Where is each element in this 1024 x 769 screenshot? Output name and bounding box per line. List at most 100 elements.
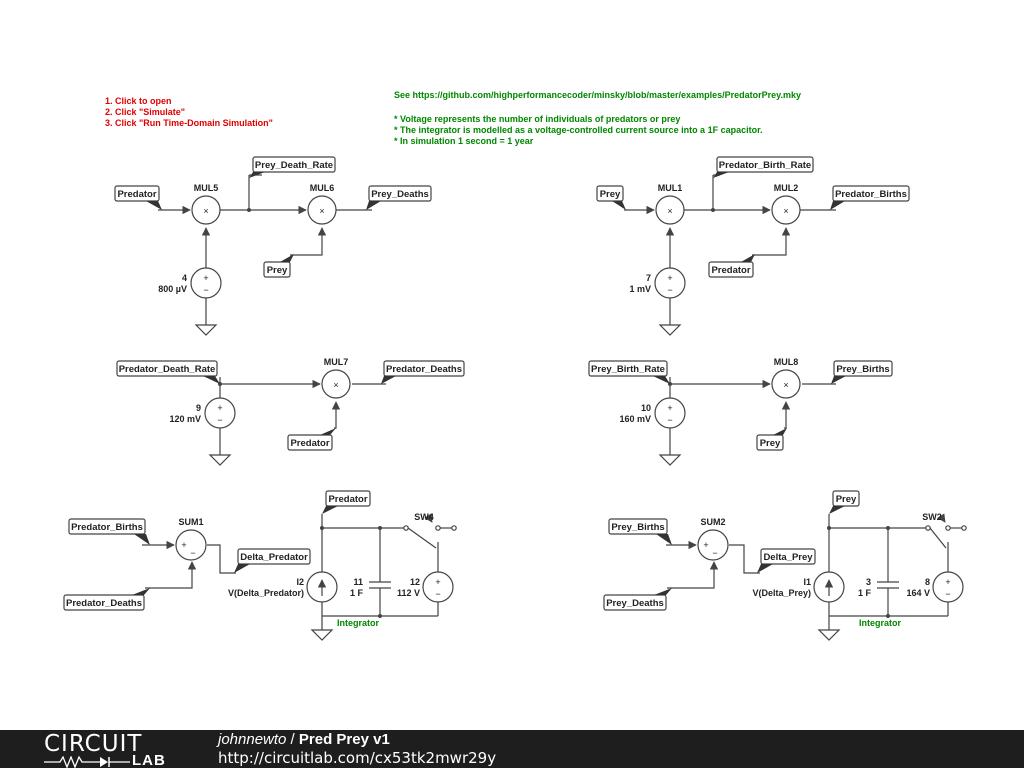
net-label-delta-predator[interactable]: Delta_Predator xyxy=(234,548,311,573)
v8-value: 164 V xyxy=(906,588,930,598)
logo-text-bottom: LAB xyxy=(132,752,166,769)
description-note: See https://github.com/highperformanceco… xyxy=(394,90,801,146)
block-predator-births: × MUL1 × MUL2 + − 7 1 mV Prey Predator_B… xyxy=(596,156,910,336)
svg-text:Delta_Prey: Delta_Prey xyxy=(763,552,813,563)
net-label-predator-births[interactable]: Predator_Births xyxy=(68,518,150,545)
svg-text:Delta_Predator: Delta_Predator xyxy=(240,552,308,563)
note-line-3: * In simulation 1 second = 1 year xyxy=(394,136,534,146)
net-label-prey[interactable]: Prey xyxy=(829,490,860,514)
ground-icon xyxy=(817,629,841,641)
multiply-icon: × xyxy=(333,380,338,390)
sum1-summer[interactable] xyxy=(175,529,207,561)
sum1-label: SUM1 xyxy=(178,517,203,527)
circuit-name[interactable]: Pred Prey v1 xyxy=(298,731,390,748)
net-label-prey-deaths[interactable]: Prey_Deaths xyxy=(366,185,432,210)
svg-text:Predator_Deaths: Predator_Deaths xyxy=(386,364,462,375)
net-label-prey-births[interactable]: Prey_Births xyxy=(608,518,672,545)
note-link: See https://github.com/highperformanceco… xyxy=(394,90,801,100)
sw2-switch[interactable] xyxy=(925,513,967,549)
sw4-switch[interactable] xyxy=(403,513,457,549)
net-label-predator-birth-rate[interactable]: Predator_Birth_Rate xyxy=(713,156,814,178)
v12-value: 112 V xyxy=(397,588,420,598)
v4-voltage-source[interactable] xyxy=(190,267,222,299)
svg-text:+: + xyxy=(203,273,208,283)
net-label-prey-deaths[interactable]: Prey_Deaths xyxy=(603,588,672,611)
svg-text:−: − xyxy=(712,548,717,558)
svg-text:Prey: Prey xyxy=(760,438,781,449)
svg-text:+: + xyxy=(667,403,672,413)
v9-voltage-source[interactable] xyxy=(204,397,236,429)
mul5-multiplier[interactable] xyxy=(191,195,221,225)
integrator-label: Integrator xyxy=(859,618,902,628)
net-label-prey-birth-rate[interactable]: Prey_Birth_Rate xyxy=(588,360,670,384)
schematic-canvas[interactable]: 1. Click to open 2. Click "Simulate" 3. … xyxy=(0,0,1024,730)
c3-name: 3 xyxy=(866,577,871,587)
net-label-delta-prey[interactable]: Delta_Prey xyxy=(757,548,816,573)
svg-text:Prey_Births: Prey_Births xyxy=(611,522,664,533)
block-predator-integrator: + − SUM1 I2 V(Delta_Predator) 11 1 F + −… xyxy=(63,490,457,641)
v7-value: 1 mV xyxy=(629,284,651,294)
svg-text:+: + xyxy=(217,403,222,413)
author-name[interactable]: johnnewto xyxy=(218,731,287,748)
net-label-prey[interactable]: Prey xyxy=(596,185,626,210)
svg-text:Prey: Prey xyxy=(600,189,621,200)
mul5-label: MUL5 xyxy=(194,183,219,193)
svg-text:Prey: Prey xyxy=(267,265,288,276)
mul2-multiplier[interactable] xyxy=(771,195,801,225)
i2-name: I2 xyxy=(296,577,304,587)
mul7-multiplier[interactable] xyxy=(321,369,351,399)
mul6-multiplier[interactable] xyxy=(307,195,337,225)
v10-voltage-source[interactable] xyxy=(654,397,686,429)
net-label-prey[interactable]: Prey xyxy=(263,254,294,278)
net-label-predator-deaths[interactable]: Predator_Deaths xyxy=(381,360,465,384)
v4-value: 800 µV xyxy=(158,284,187,294)
svg-text:Predator: Predator xyxy=(117,189,156,200)
net-label-predator[interactable]: Predator xyxy=(114,185,162,210)
net-label-predator[interactable]: Predator xyxy=(322,490,371,514)
net-label-predator-births[interactable]: Predator_Births xyxy=(830,185,910,210)
svg-text:+: + xyxy=(945,577,950,587)
i1-name: I1 xyxy=(803,577,811,587)
circuit-url[interactable]: http://circuitlab.com/cx53tk2mwr29y xyxy=(218,749,497,767)
net-label-predator[interactable]: Predator xyxy=(287,428,336,451)
v8-name: 8 xyxy=(925,577,930,587)
block-prey-integrator: + − SUM2 I1 V(Delta_Prey) 3 1 F + − 8 16… xyxy=(603,490,967,641)
ground-icon xyxy=(658,454,682,466)
mul1-multiplier[interactable] xyxy=(655,195,685,225)
svg-text:Prey_Births: Prey_Births xyxy=(836,364,889,375)
mul7-label: MUL7 xyxy=(324,357,349,367)
v9-name: 9 xyxy=(196,403,201,413)
mul6-label: MUL6 xyxy=(310,183,335,193)
svg-text:Predator: Predator xyxy=(328,494,367,505)
svg-text:Prey_Deaths: Prey_Deaths xyxy=(606,598,664,609)
net-label-prey[interactable]: Prey xyxy=(756,428,787,451)
v7-voltage-source[interactable] xyxy=(654,267,686,299)
svg-text:Predator_Births: Predator_Births xyxy=(71,522,143,533)
sum2-label: SUM2 xyxy=(700,517,725,527)
block-prey-births: × MUL8 + − 10 160 mV Prey_Birth_Rate Pre… xyxy=(588,357,893,466)
mul1-label: MUL1 xyxy=(658,183,683,193)
mul8-multiplier[interactable] xyxy=(771,369,801,399)
net-label-predator-death-rate[interactable]: Predator_Death_Rate xyxy=(116,360,220,384)
v8-voltage-source[interactable] xyxy=(932,571,964,603)
circuitlab-logo[interactable]: CIRCUIT LAB xyxy=(44,731,174,769)
svg-text:−: − xyxy=(667,285,672,295)
svg-text:Predator: Predator xyxy=(711,265,750,276)
sum2-summer[interactable] xyxy=(697,529,729,561)
svg-text:−: − xyxy=(435,589,440,599)
block-prey-deaths: × MUL5 × MUL6 + − 4 800 µV Predator Prey… xyxy=(114,156,432,336)
net-label-prey-death-rate[interactable]: Prey_Death_Rate xyxy=(249,156,336,178)
v12-voltage-source[interactable] xyxy=(422,571,454,603)
svg-text:−: − xyxy=(203,285,208,295)
net-label-prey-births[interactable]: Prey_Births xyxy=(831,360,893,384)
mul8-label: MUL8 xyxy=(774,357,799,367)
ground-icon xyxy=(208,454,232,466)
svg-text:Prey: Prey xyxy=(836,494,857,505)
multiply-icon: × xyxy=(783,206,788,216)
multiply-icon: × xyxy=(203,206,208,216)
net-label-predator[interactable]: Predator xyxy=(708,254,755,278)
v4-name: 4 xyxy=(182,273,187,283)
c11-value: 1 F xyxy=(350,588,364,598)
net-label-predator-deaths[interactable]: Predator_Deaths xyxy=(63,588,150,611)
v12-name: 12 xyxy=(410,577,420,587)
